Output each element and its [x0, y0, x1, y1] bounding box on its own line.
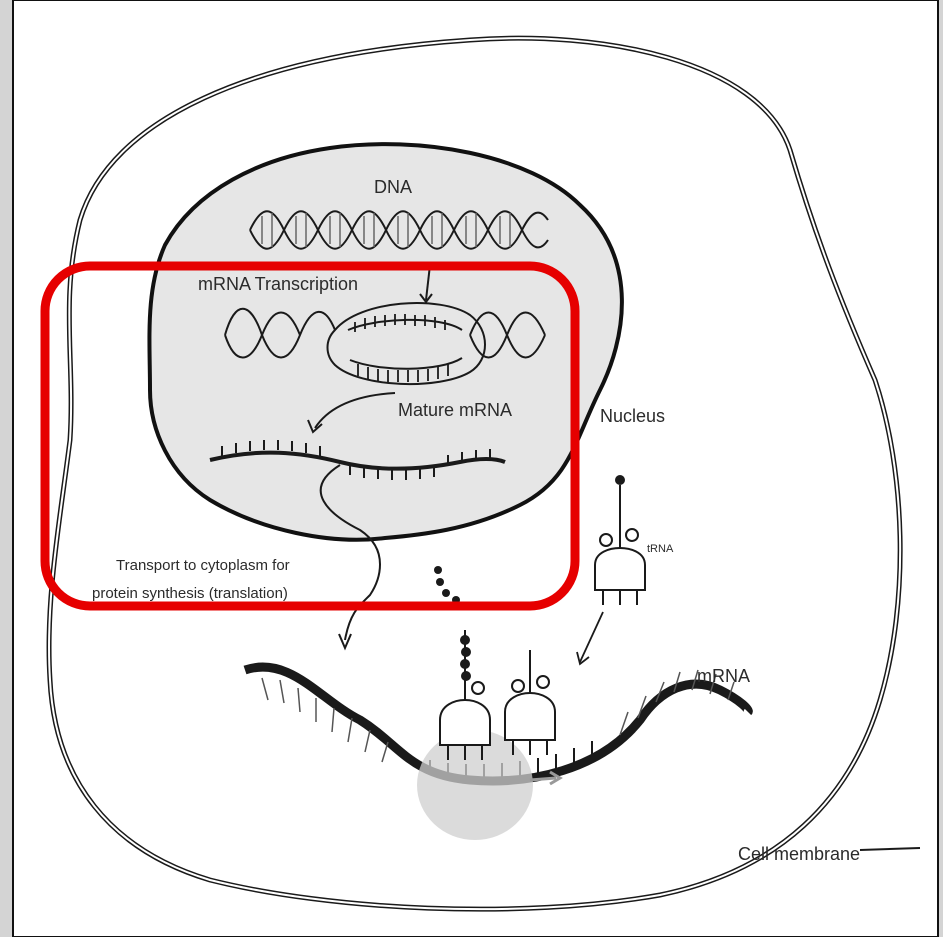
mrna-label: mRNA: [697, 666, 750, 686]
cell-membrane-label: Cell membrane: [738, 844, 860, 864]
transport-label-line1: Transport to cytoplasm for: [116, 557, 290, 574]
transcription-label: mRNA Transcription: [198, 274, 358, 294]
ribosome: [417, 730, 533, 840]
nucleus-label: Nucleus: [600, 406, 665, 426]
nucleus: [149, 144, 621, 540]
transport-label-line2: protein synthesis (translation): [92, 585, 288, 602]
ribosome-direction-arrow: [530, 778, 556, 780]
trna-label: tRNA: [647, 543, 674, 555]
mature-mrna-label: Mature mRNA: [398, 400, 512, 420]
dna-label: DNA: [374, 177, 412, 197]
